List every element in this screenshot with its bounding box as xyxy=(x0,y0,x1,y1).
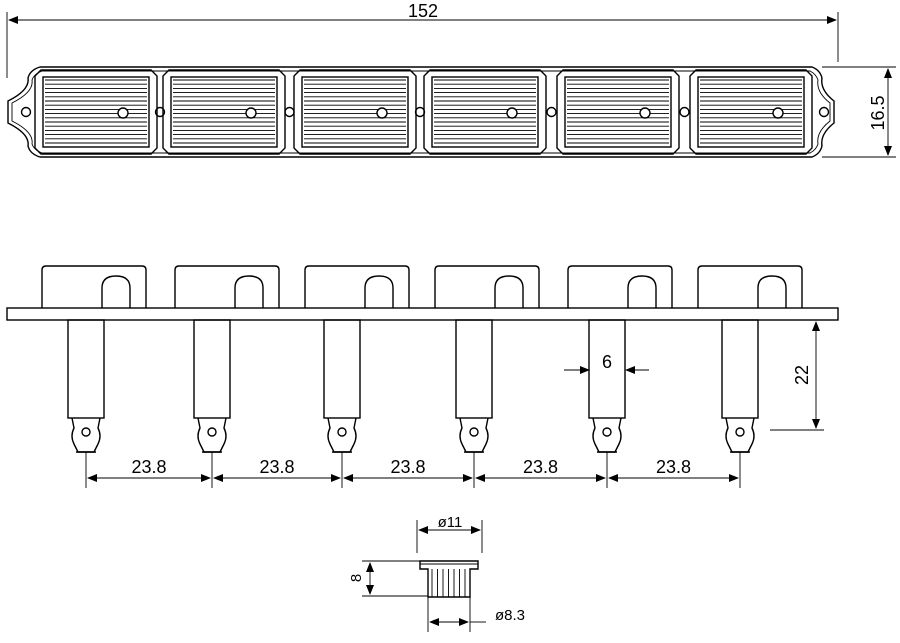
tuner-top-3 xyxy=(293,69,426,155)
tuner-top-1 xyxy=(34,69,166,155)
spacing-dim-4: 23.8 xyxy=(475,457,606,482)
spacing-label: 23.8 xyxy=(656,457,691,477)
dim-post-length: 22 xyxy=(792,365,812,385)
tuner-top-4 xyxy=(423,69,557,155)
dim-bushing-inner: ø8.3 xyxy=(495,607,525,624)
tuner-side-3 xyxy=(304,265,410,488)
tuner-side-5 xyxy=(567,265,673,488)
spacing-label: 23.8 xyxy=(131,457,166,477)
spacing-label: 23.8 xyxy=(259,457,294,477)
base-plate xyxy=(6,307,839,321)
spacing-label: 23.8 xyxy=(523,457,558,477)
tuner-top-2 xyxy=(162,69,295,155)
dim-bushing-height: 8 xyxy=(348,574,365,582)
tuner-side-6 xyxy=(697,265,803,488)
side-view: 6 22 23.8 23.8 23.8 23.8 23.8 xyxy=(6,265,839,488)
plate-outline xyxy=(7,66,835,158)
dim-height: 16.5 xyxy=(868,95,888,130)
spacing-dim-5: 23.8 xyxy=(608,457,739,482)
spacing-dim-1: 23.8 xyxy=(87,457,211,482)
spacing-label: 23.8 xyxy=(390,457,425,477)
spacing-dim-2: 23.8 xyxy=(213,457,341,482)
tuner-side-1 xyxy=(41,265,147,488)
dim-post-diameter: 6 xyxy=(602,352,612,372)
bushing-detail: ø11 8 ø8.3 xyxy=(348,514,525,632)
spacing-dim-3: 23.8 xyxy=(343,457,473,482)
top-view: 152 16.5 xyxy=(6,1,896,158)
dim-bushing-outer: ø11 xyxy=(438,514,463,531)
tuner-side-2 xyxy=(174,265,280,488)
tuner-side-4 xyxy=(434,265,540,488)
tuner-top-5 xyxy=(556,69,690,155)
tuner-top-6 xyxy=(689,69,813,155)
dim-total-length: 152 xyxy=(408,1,438,21)
